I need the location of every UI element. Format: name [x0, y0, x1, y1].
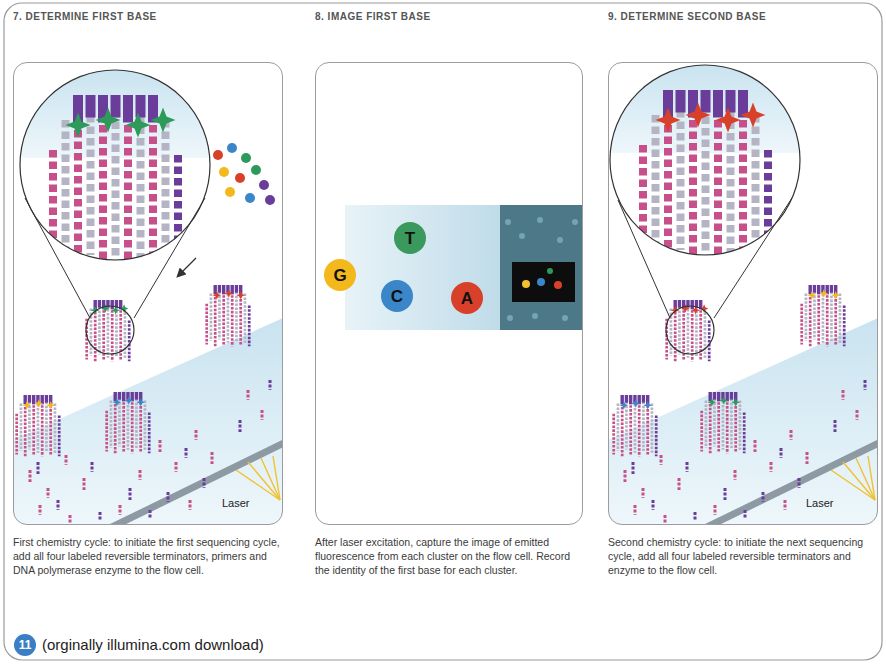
- panel-heading: 9. DETERMINE SECOND BASE: [608, 10, 878, 23]
- step-panel: 7. DETERMINE FIRST BASE First chemistry c…: [13, 10, 283, 579]
- panel-caption: First chemistry cycle: to initiate the f…: [13, 535, 281, 577]
- step-panel: 9. DETERMINE SECOND BASE Second chemistry…: [608, 10, 878, 579]
- slide-number-badge: 11: [14, 634, 36, 656]
- base-circle: T: [394, 222, 426, 254]
- step-panel: 8. IMAGE FIRST BASE After laser excitatio…: [315, 10, 583, 579]
- slide-number: 11: [19, 639, 32, 651]
- panel-caption: After laser excitation, capture the imag…: [315, 535, 581, 577]
- laser-label: Laser: [222, 497, 250, 509]
- panel-frame: [13, 62, 283, 525]
- panel-heading: 7. DETERMINE FIRST BASE: [13, 10, 283, 23]
- panel-frame: [315, 62, 583, 525]
- base-circle: A: [451, 282, 483, 314]
- base-letter: C: [391, 288, 403, 305]
- base-circle: G: [324, 259, 356, 291]
- base-letter: T: [405, 230, 415, 247]
- base-letter: A: [461, 290, 473, 307]
- panel-caption: Second chemistry cycle: to initiate the …: [608, 535, 876, 577]
- source-note: (orginally illumina.com download): [42, 636, 264, 653]
- laser-label: Laser: [806, 497, 834, 509]
- panel-frame: [608, 62, 878, 525]
- base-circle: C: [381, 280, 413, 312]
- base-letter: G: [333, 267, 346, 284]
- panel-heading: 8. IMAGE FIRST BASE: [315, 10, 583, 23]
